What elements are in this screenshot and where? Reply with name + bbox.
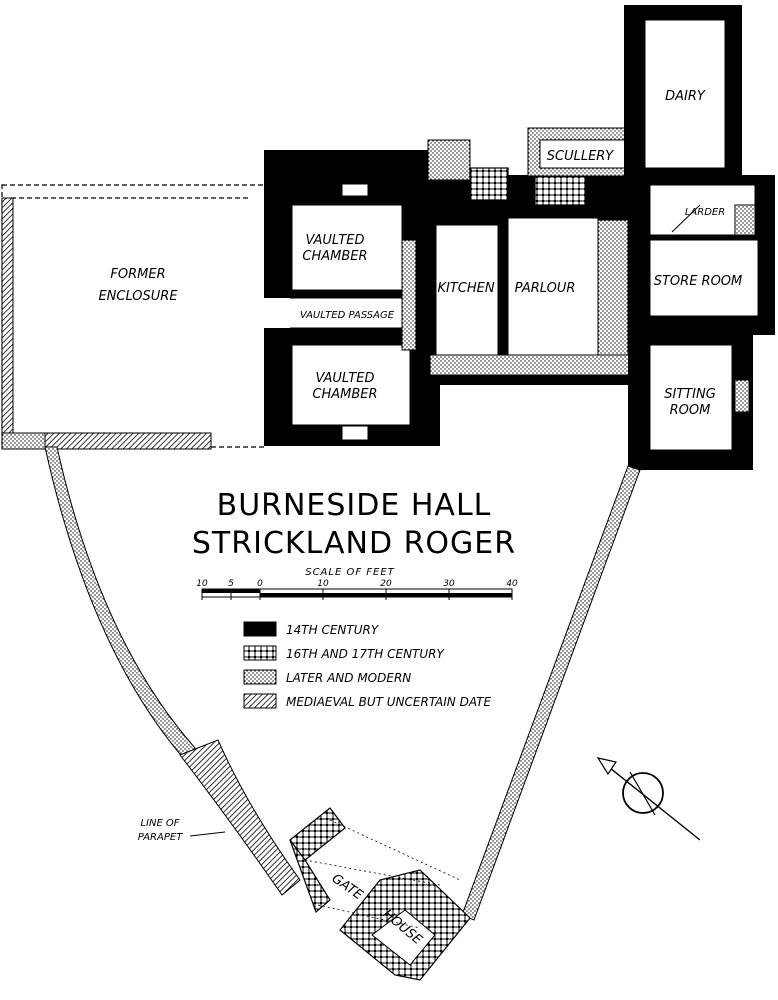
annotation-parapet-2: PARAPET [138, 832, 184, 843]
scale-tick-label: 0 [257, 579, 263, 589]
legend-swatch-16th17th [243, 645, 277, 661]
east-range: DAIRY LARDER STORE ROOM SITTING ROOM [624, 5, 775, 470]
scale-tick-label: 10 [196, 579, 208, 589]
room-label-gate: GATE [329, 871, 366, 903]
scale-tick-label: 30 [443, 579, 455, 589]
former-enclosure: FORMER ENCLOSURE [1, 184, 267, 450]
legend-label-later: LATER AND MODERN [286, 671, 411, 685]
legend: 14TH CENTURY 16TH AND 17TH CENTURY LATER A… [243, 621, 492, 709]
room-label-larder: LARDER [685, 207, 725, 218]
room-label-vaulted-passage: VAULTED PASSAGE [300, 310, 395, 321]
legend-label-mediaeval: MEDIAEVAL BUT UNCERTAIN DATE [286, 695, 492, 709]
room-label-parlour: PARLOUR [515, 281, 576, 296]
room-label-former-enclosure-1: FORMER [110, 267, 165, 282]
room-label-former-enclosure-2: ENCLOSURE [98, 289, 178, 304]
gate-house: GATE HOUSE [289, 807, 471, 981]
legend-label-14th: 14TH CENTURY [286, 623, 380, 637]
parapet-annotation: LINE OF PARAPET [138, 818, 226, 843]
scale-tick-label: 10 [317, 579, 329, 589]
scale-bar: SCALE OF FEET 10 5 0 10 20 30 40 [196, 567, 518, 600]
scale-tick-label: 40 [506, 579, 518, 589]
legend-swatch-mediaeval [243, 693, 277, 709]
legend-label-16th17th: 16TH AND 17TH CENTURY [286, 647, 446, 661]
plan-title-line-1: BURNESIDE HALL [217, 488, 492, 523]
annotation-parapet-1: LINE OF [140, 818, 179, 829]
room-label-kitchen: KITCHEN [437, 281, 494, 296]
courtyard-walls [44, 446, 641, 921]
room-label-dairy: DAIRY [665, 89, 706, 104]
west-range: VAULTED CHAMBER VAULTED PASSAGE VAULTED … [264, 150, 440, 446]
scale-tick-label: 20 [380, 579, 392, 589]
scale-caption: SCALE OF FEET [305, 567, 395, 578]
room-label-scullery: SCULLERY [547, 149, 615, 164]
legend-swatch-14th [243, 621, 277, 637]
room-label-sitting-room-2: ROOM [670, 403, 711, 418]
scullery: SCULLERY [527, 127, 629, 177]
room-label-vaulted-chamber-n-2: CHAMBER [302, 249, 367, 264]
room-label-vaulted-chamber-s-1: VAULTED [316, 371, 375, 386]
room-label-store-room: STORE ROOM [654, 274, 743, 289]
north-arrow-icon [596, 757, 701, 841]
central-block: KITCHEN PARLOUR [427, 139, 631, 385]
plan-title-line-2: STRICKLAND ROGER [192, 526, 516, 561]
room-label-vaulted-chamber-s-2: CHAMBER [312, 387, 377, 402]
scale-tick-label: 5 [228, 579, 234, 589]
room-label-vaulted-chamber-n-1: VAULTED [306, 233, 365, 248]
room-label-sitting-room-1: SITTING [664, 387, 716, 402]
legend-swatch-later [243, 669, 277, 685]
